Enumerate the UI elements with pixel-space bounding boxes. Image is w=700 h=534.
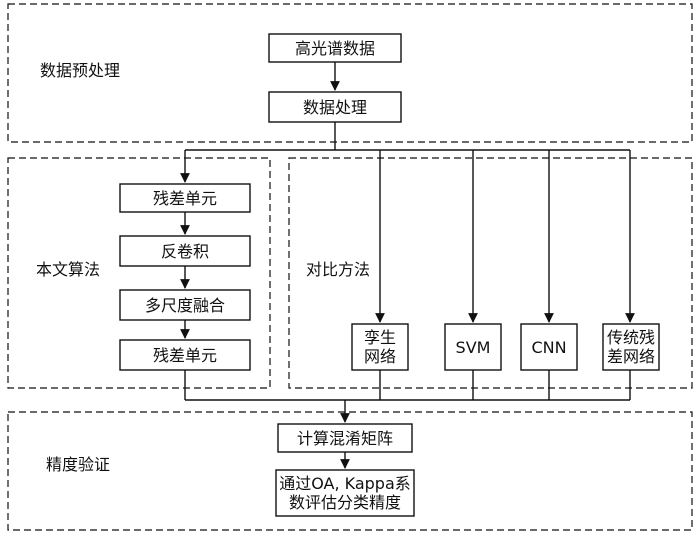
node-siamese-line-2: 网络 (364, 347, 396, 366)
node-data-processing-label: 数据处理 (303, 98, 367, 117)
node-residual-unit-1: 残差单元 (119, 183, 251, 213)
section-label-comparison: 对比方法 (306, 260, 370, 279)
node-siamese-line-1: 孪生 (364, 328, 396, 347)
node-cnn: CNN (520, 323, 578, 371)
node-cnn-label: CNN (531, 338, 566, 357)
comparison-frame (288, 157, 693, 389)
node-residual-unit-1-label: 残差单元 (153, 189, 217, 208)
section-label-validation: 精度验证 (46, 455, 110, 474)
node-residual-unit-2-label: 残差单元 (153, 346, 217, 365)
node-confusion-matrix: 计算混淆矩阵 (277, 423, 413, 453)
node-deconvolution: 反卷积 (119, 235, 251, 267)
node-evaluation-line-2: 数评估分类精度 (289, 493, 401, 512)
connectors (180, 62, 635, 469)
proposed-frame (7, 157, 271, 389)
section-label-preprocess: 数据预处理 (40, 61, 120, 80)
preprocess-frame (7, 3, 693, 143)
node-confusion-matrix-label: 计算混淆矩阵 (297, 429, 393, 448)
section-label-proposed: 本文算法 (36, 260, 100, 279)
node-svm-label: SVM (456, 338, 491, 357)
node-siamese-network: 孪生 网络 (351, 323, 409, 371)
node-traditional-line-1: 传统残 (607, 328, 655, 347)
node-evaluation-line-1: 通过OA, Kappa系 (279, 474, 411, 493)
node-hyperspectral-data-label: 高光谱数据 (295, 39, 375, 58)
node-deconvolution-label: 反卷积 (161, 242, 209, 261)
node-multiscale-fusion: 多尺度融合 (119, 289, 251, 321)
node-traditional-residual-network: 传统残 差网络 (602, 323, 660, 371)
node-evaluation: 通过OA, Kappa系 数评估分类精度 (275, 469, 415, 517)
node-traditional-line-2: 差网络 (607, 347, 655, 366)
node-data-processing: 数据处理 (268, 91, 402, 123)
node-hyperspectral-data: 高光谱数据 (268, 33, 402, 63)
node-multiscale-fusion-label: 多尺度融合 (145, 296, 225, 315)
validation-frame (7, 411, 693, 531)
node-residual-unit-2: 残差单元 (119, 339, 251, 371)
node-svm: SVM (444, 323, 502, 371)
